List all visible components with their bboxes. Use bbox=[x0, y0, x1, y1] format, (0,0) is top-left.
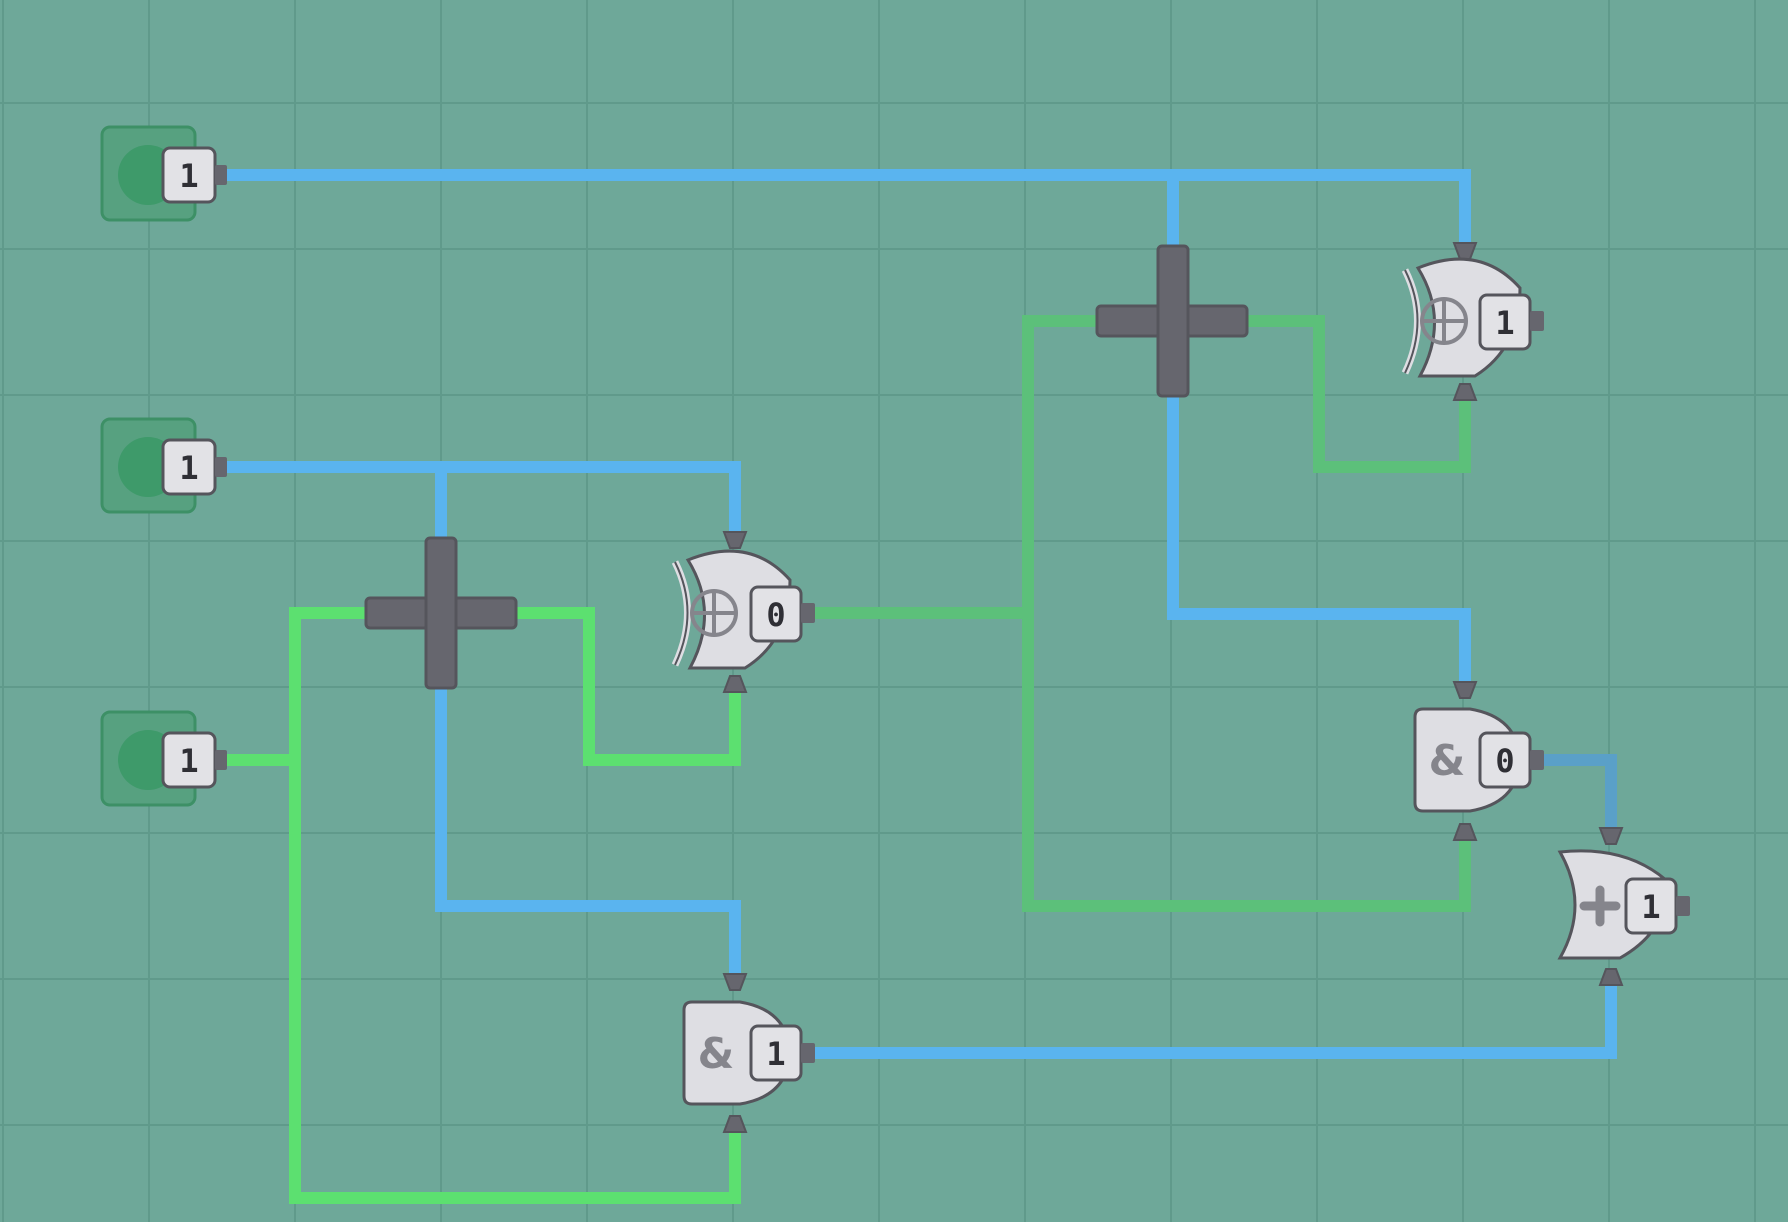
wire-input1-to-xor2[interactable] bbox=[220, 169, 1471, 250]
gate-output-label: 1 bbox=[1495, 304, 1514, 342]
circle-plus-icon bbox=[690, 589, 738, 637]
wire-and2-to-or1[interactable] bbox=[1538, 754, 1617, 836]
and-gate-1[interactable]: & 1 bbox=[682, 973, 815, 1133]
ampersand-icon: & bbox=[1429, 736, 1466, 785]
wire-crossing1-to-and1[interactable] bbox=[435, 683, 741, 980]
circle-plus-icon bbox=[1420, 297, 1468, 345]
wires-green bbox=[220, 315, 1471, 1204]
input-switch-1[interactable]: 1 bbox=[100, 125, 227, 222]
wire-junction-to-crossing2[interactable] bbox=[1022, 315, 1100, 613]
wire-crossing-1 bbox=[364, 536, 518, 690]
wire-crossing1-to-xor1[interactable] bbox=[516, 607, 741, 766]
input-switch-3[interactable]: 1 bbox=[100, 710, 227, 807]
xor-gate-1[interactable]: 0 bbox=[671, 531, 815, 693]
or-gate-1[interactable]: 1 bbox=[1557, 827, 1690, 986]
input-value-label: 1 bbox=[179, 742, 198, 780]
gate-output-label: 0 bbox=[1495, 742, 1514, 780]
wire-crossing2-to-xor2[interactable] bbox=[1245, 315, 1471, 473]
wire-junction-to-and2[interactable] bbox=[1022, 613, 1471, 912]
input-switch-2[interactable]: 1 bbox=[100, 417, 227, 514]
gate-output-label: 0 bbox=[766, 596, 785, 634]
gate-output-label: 1 bbox=[766, 1035, 785, 1073]
wire-input3-to-crossing1[interactable] bbox=[289, 607, 368, 760]
ampersand-icon: & bbox=[698, 1029, 735, 1078]
wire-crossing2-to-and2[interactable] bbox=[1167, 392, 1471, 690]
wire-input2-to-xor1[interactable] bbox=[220, 461, 741, 540]
input-value-label: 1 bbox=[179, 449, 198, 487]
wire-input3-to-and1[interactable] bbox=[220, 754, 741, 1204]
wire-crossing-2 bbox=[1095, 244, 1249, 398]
xor-gate-2[interactable]: 1 bbox=[1401, 242, 1544, 401]
input-value-label: 1 bbox=[179, 157, 198, 195]
plus-icon bbox=[1579, 885, 1621, 927]
gate-output-label: 1 bbox=[1641, 888, 1660, 926]
and-gate-2[interactable]: & 0 bbox=[1413, 681, 1544, 841]
wire-and1-to-or1[interactable] bbox=[815, 982, 1617, 1059]
wires-blue bbox=[220, 169, 1617, 1059]
